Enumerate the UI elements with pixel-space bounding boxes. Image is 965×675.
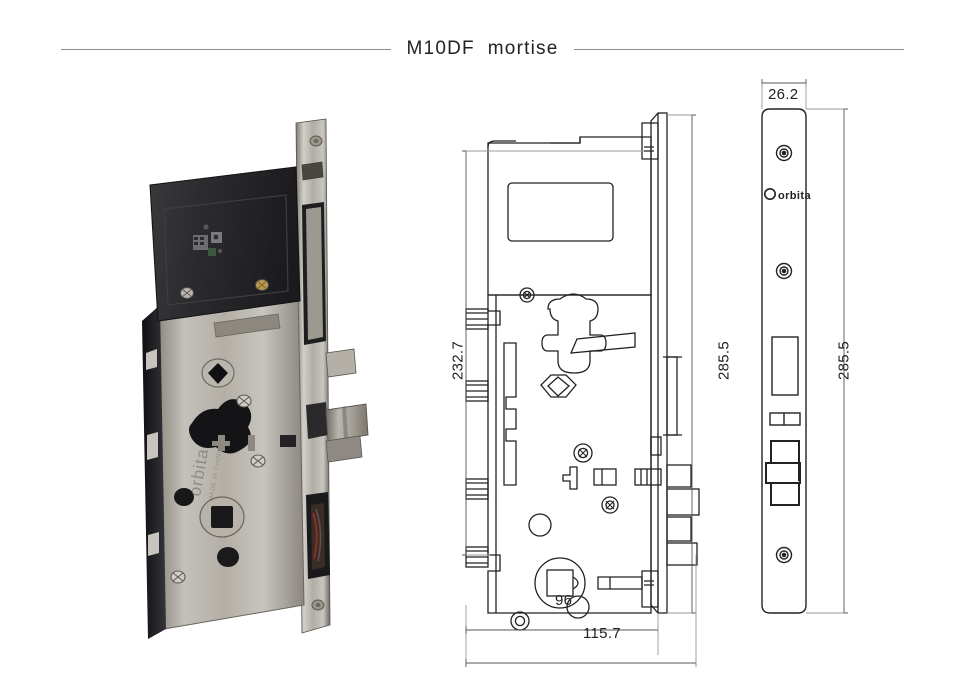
side-slot-bottom bbox=[597, 576, 643, 590]
dim-label-26-2: 26.2 bbox=[768, 86, 799, 103]
title-rule-left bbox=[60, 48, 391, 50]
side-protruding-bolts bbox=[663, 356, 700, 566]
square-follower bbox=[534, 557, 586, 609]
faceplate-outline bbox=[761, 108, 807, 614]
side-body-outline bbox=[465, 294, 652, 614]
side-screw-top bbox=[519, 287, 535, 303]
page-title: M10DF mortise bbox=[406, 38, 559, 59]
dim-label-285-5-faceplate: 285.5 bbox=[835, 340, 853, 381]
faceplate-deadbolt-window bbox=[771, 336, 799, 396]
dim-label-285-5-side: 285.5 bbox=[715, 340, 733, 381]
side-section-view bbox=[430, 85, 720, 667]
photo-lock-body: orbita MADE IN CHINA bbox=[142, 286, 305, 639]
side-faceplate-strip bbox=[641, 112, 668, 614]
side-screw-bottom bbox=[510, 611, 530, 631]
diamond-spindle-hole bbox=[540, 374, 577, 398]
dim-label-115-7: 115.7 bbox=[583, 625, 621, 642]
side-pins-row bbox=[562, 466, 662, 490]
side-cover-case bbox=[487, 136, 652, 296]
faceplate-front-view: orbita bbox=[740, 79, 870, 655]
dim-label-96: 96 bbox=[555, 592, 573, 609]
side-screw-mid bbox=[573, 443, 593, 463]
photo-faceplate bbox=[295, 118, 331, 634]
faceplate-small-slot bbox=[769, 412, 801, 426]
page-title-bar: M10DF mortise bbox=[0, 32, 965, 66]
side-dimension-lines bbox=[462, 114, 697, 667]
side-slot-angled bbox=[569, 332, 636, 354]
faceplate-brand-text: orbita bbox=[778, 190, 811, 202]
faceplate-screw-mid bbox=[775, 262, 793, 280]
photo-latch-bolt bbox=[325, 348, 369, 463]
faceplate-dimension-lines bbox=[761, 79, 848, 614]
faceplate-latch-opening bbox=[765, 440, 801, 506]
faceplate-screw-top bbox=[775, 144, 793, 162]
side-lug bbox=[650, 436, 662, 456]
title-rule-right bbox=[574, 48, 905, 50]
side-screw-low bbox=[601, 496, 619, 514]
side-internal-rail bbox=[503, 342, 517, 486]
product-photo: orbita MADE IN CHINA bbox=[130, 105, 370, 645]
cylinder-cutout bbox=[541, 293, 607, 374]
photo-pcb-detail bbox=[193, 224, 223, 256]
faceplate-screw-bottom bbox=[775, 546, 793, 564]
photo-cover bbox=[149, 166, 301, 322]
side-hole-upper bbox=[528, 513, 552, 537]
faceplate-logo-mark bbox=[763, 188, 776, 201]
dim-label-232-7: 232.7 bbox=[449, 340, 467, 381]
